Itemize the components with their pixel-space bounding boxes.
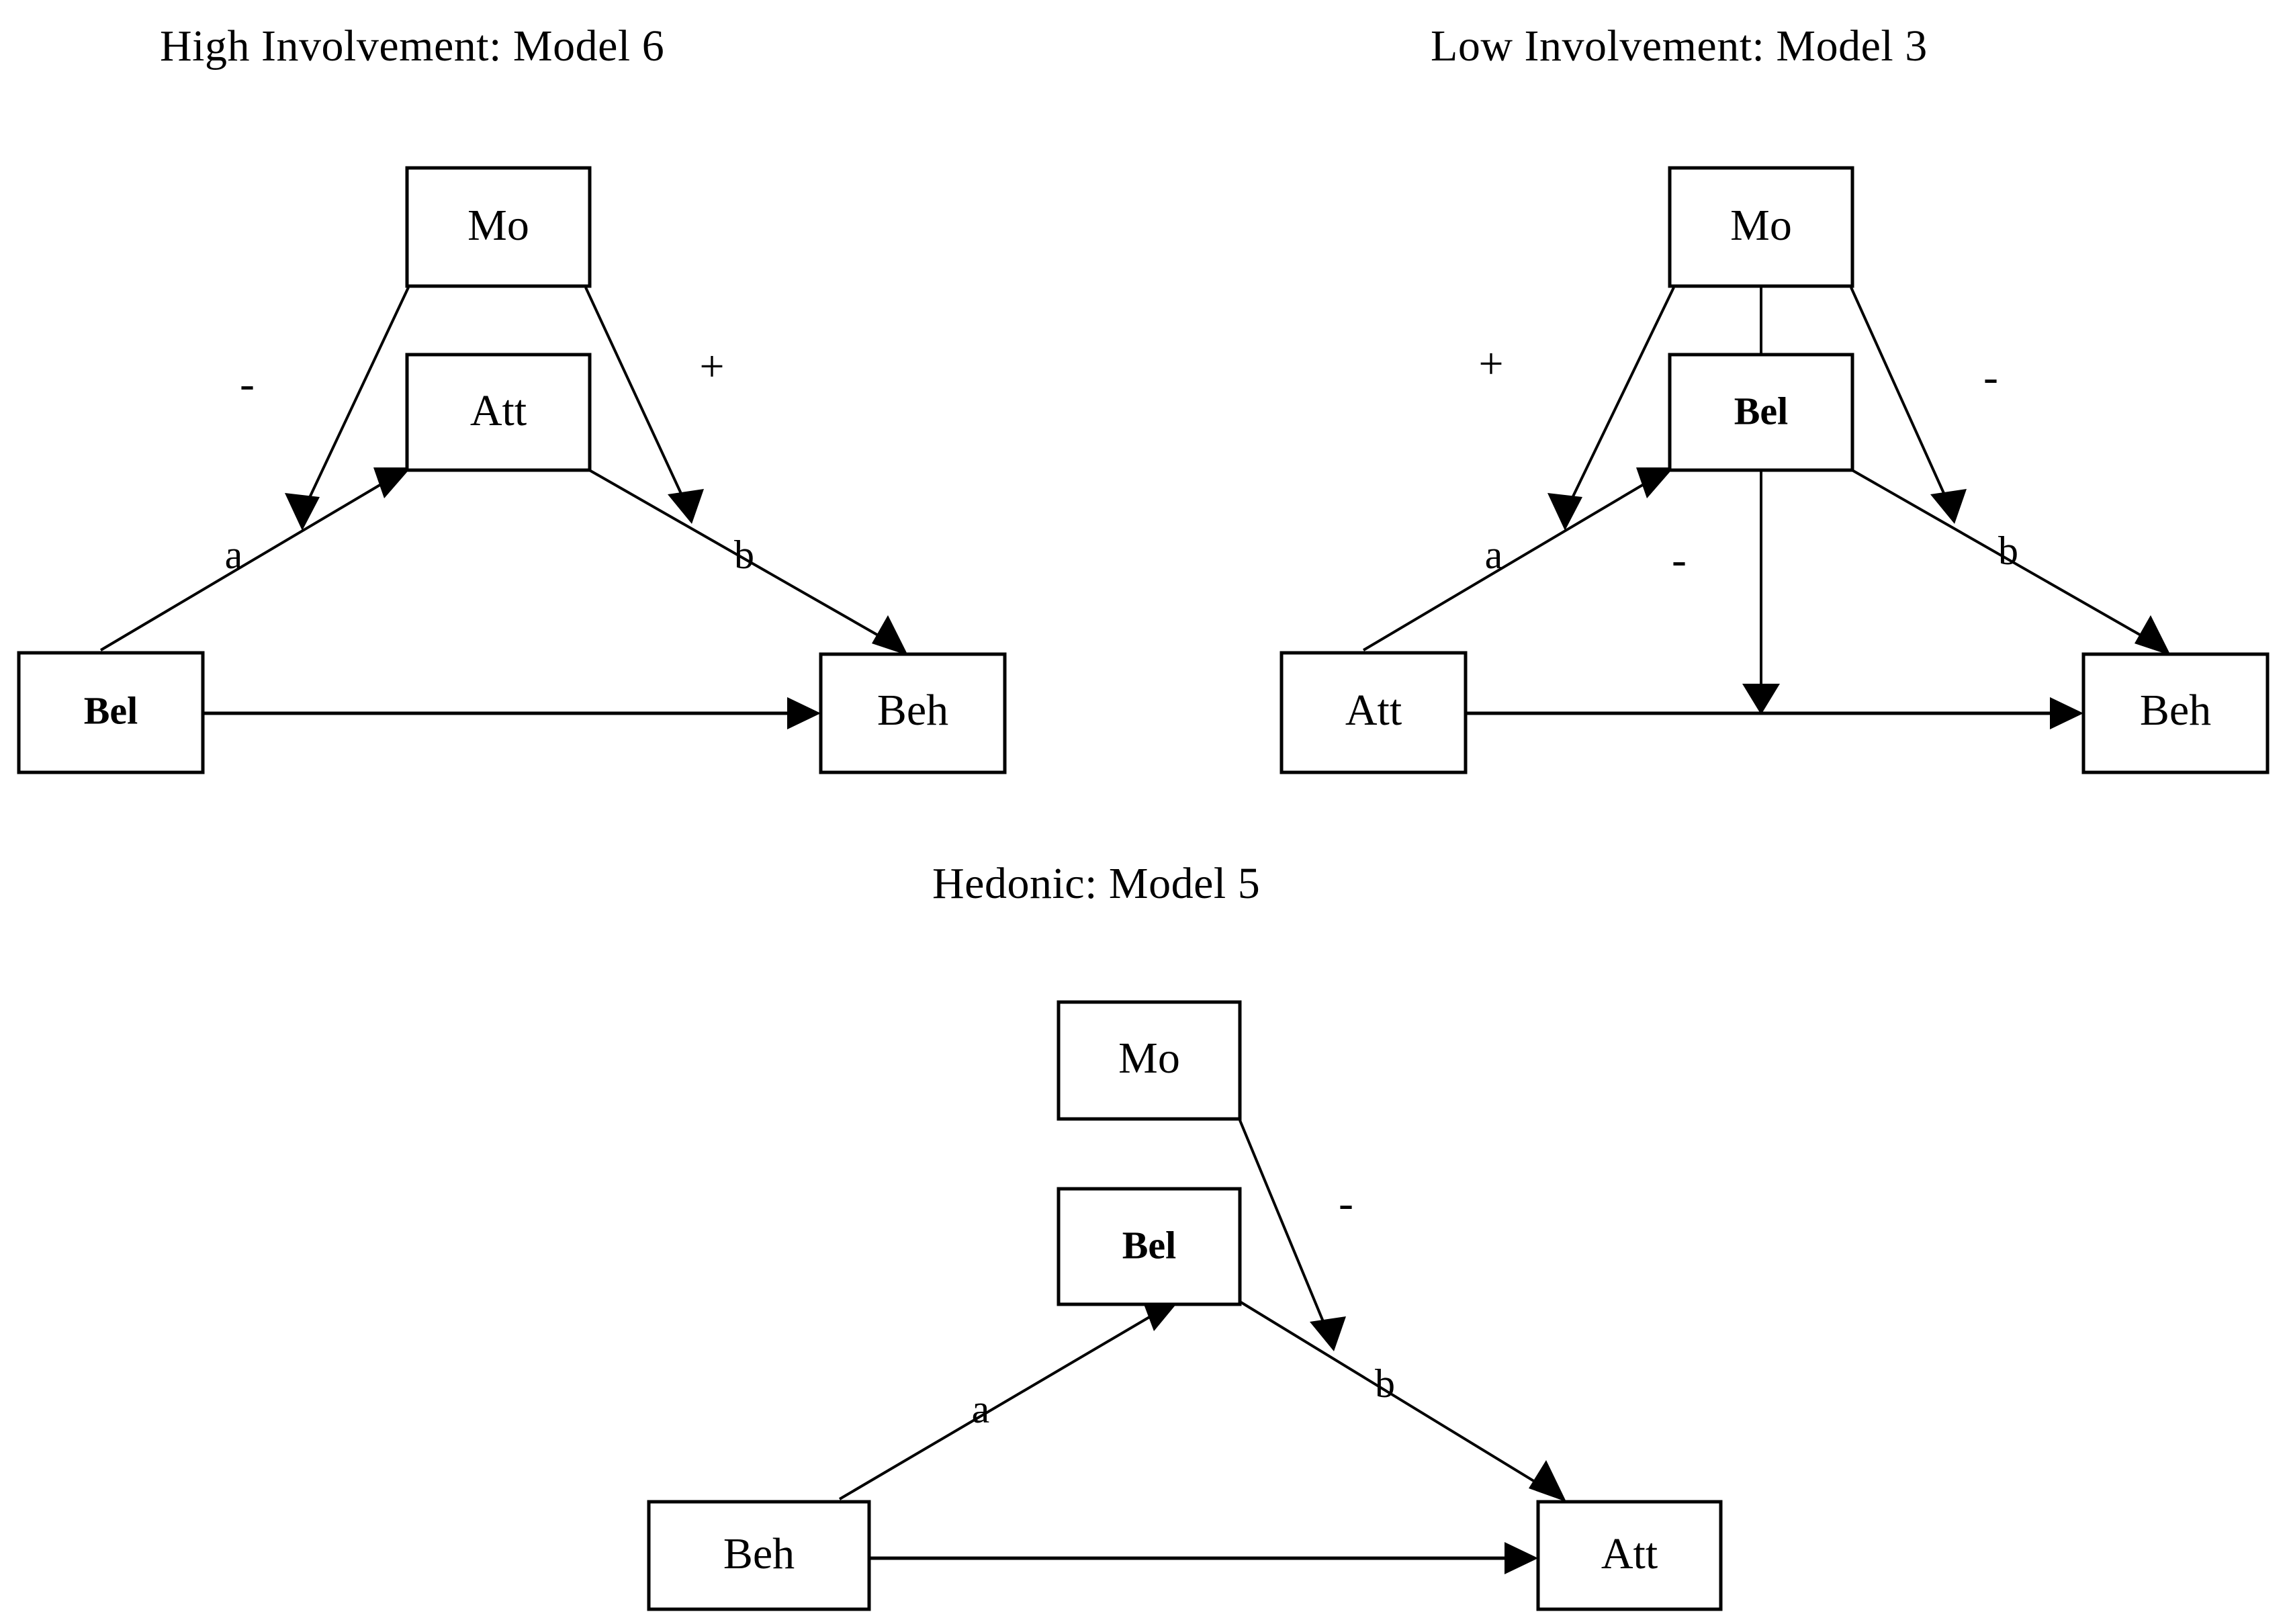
sign-label-right-hedonic: -	[1339, 1179, 1353, 1228]
edge-a-path-hedonic	[838, 1299, 1179, 1500]
edge-b-path-high	[586, 467, 908, 656]
edge-mo-to-b-path-hedonic	[1239, 1120, 1346, 1351]
path-label-a-low: a	[1485, 533, 1503, 577]
path-label-b-hedonic: b	[1375, 1361, 1395, 1406]
node-bel-label-low: Bel	[1734, 389, 1789, 433]
node-att-hedonic: Att	[1536, 1500, 1723, 1611]
panel-title-low-involvement: Low Involvement: Model 3	[1431, 21, 1928, 71]
path-label-b-high: b	[734, 533, 754, 577]
diagram-low-involvement: Mo Bel Att Beh + - - a b	[1280, 166, 2270, 774]
node-bel-label-high: Bel	[84, 688, 138, 732]
node-beh-label-low: Beh	[2140, 686, 2211, 735]
edge-mo-to-a-path-high	[285, 287, 410, 531]
node-mo-high: Mo	[405, 166, 592, 288]
node-mo-low: Mo	[1668, 166, 1854, 288]
path-label-a-hedonic: a	[972, 1387, 990, 1431]
sign-label-left-high: -	[240, 359, 255, 408]
edge-mo-to-b-path-low	[1850, 287, 1967, 524]
path-label-b-low: b	[1998, 529, 2018, 573]
node-mo-label-low: Mo	[1730, 201, 1792, 250]
node-att-high: Att	[405, 353, 592, 472]
node-beh-label-hedonic: Beh	[723, 1529, 795, 1578]
node-mo-label-hedonic: Mo	[1118, 1034, 1180, 1083]
node-bel-hedonic: Bel	[1057, 1187, 1242, 1306]
node-mo-hedonic: Mo	[1057, 1000, 1242, 1121]
sign-label-direct-low: -	[1672, 535, 1687, 584]
node-att-label-low: Att	[1345, 686, 1402, 735]
node-beh-low: Beh	[2081, 652, 2270, 774]
edge-mo-to-direct-path-low	[1742, 287, 1780, 715]
edge-a-path-high	[99, 467, 411, 651]
node-att-label-high: Att	[470, 386, 527, 435]
node-att-low: Att	[1280, 651, 1468, 774]
node-beh-label-high: Beh	[877, 686, 948, 735]
edge-direct-bel-to-beh-high	[203, 697, 821, 729]
sign-label-right-high: +	[699, 342, 724, 391]
edge-mo-to-b-path-high	[584, 287, 704, 524]
node-bel-label-hedonic: Bel	[1122, 1223, 1177, 1267]
panel-title-high-involvement: High Involvement: Model 6	[160, 21, 665, 71]
panel-title-hedonic: Hedonic: Model 5	[932, 859, 1261, 908]
edge-direct-att-to-beh-low	[1466, 697, 2083, 729]
node-bel-high: Bel	[17, 651, 205, 774]
node-mo-label-high: Mo	[467, 201, 529, 250]
edge-direct-beh-to-att-hedonic	[870, 1542, 1538, 1574]
node-beh-high: Beh	[819, 652, 1007, 774]
edge-b-path-low	[1849, 467, 2171, 656]
node-bel-low: Bel	[1668, 353, 1854, 472]
diagram-hedonic: Mo Bel Beh Att - a b	[647, 1000, 1723, 1611]
edge-a-path-low	[1362, 467, 1674, 651]
edge-mo-to-a-path-low	[1547, 287, 1675, 531]
node-beh-hedonic: Beh	[647, 1500, 871, 1611]
path-label-a-high: a	[225, 533, 243, 577]
edge-b-path-hedonic	[1239, 1300, 1566, 1502]
node-att-label-hedonic: Att	[1601, 1529, 1658, 1578]
sign-label-right-low: -	[1983, 353, 1998, 402]
sign-label-left-low: +	[1478, 339, 1503, 388]
diagram-high-involvement: Mo Att Bel Beh - + a b	[17, 166, 1007, 774]
